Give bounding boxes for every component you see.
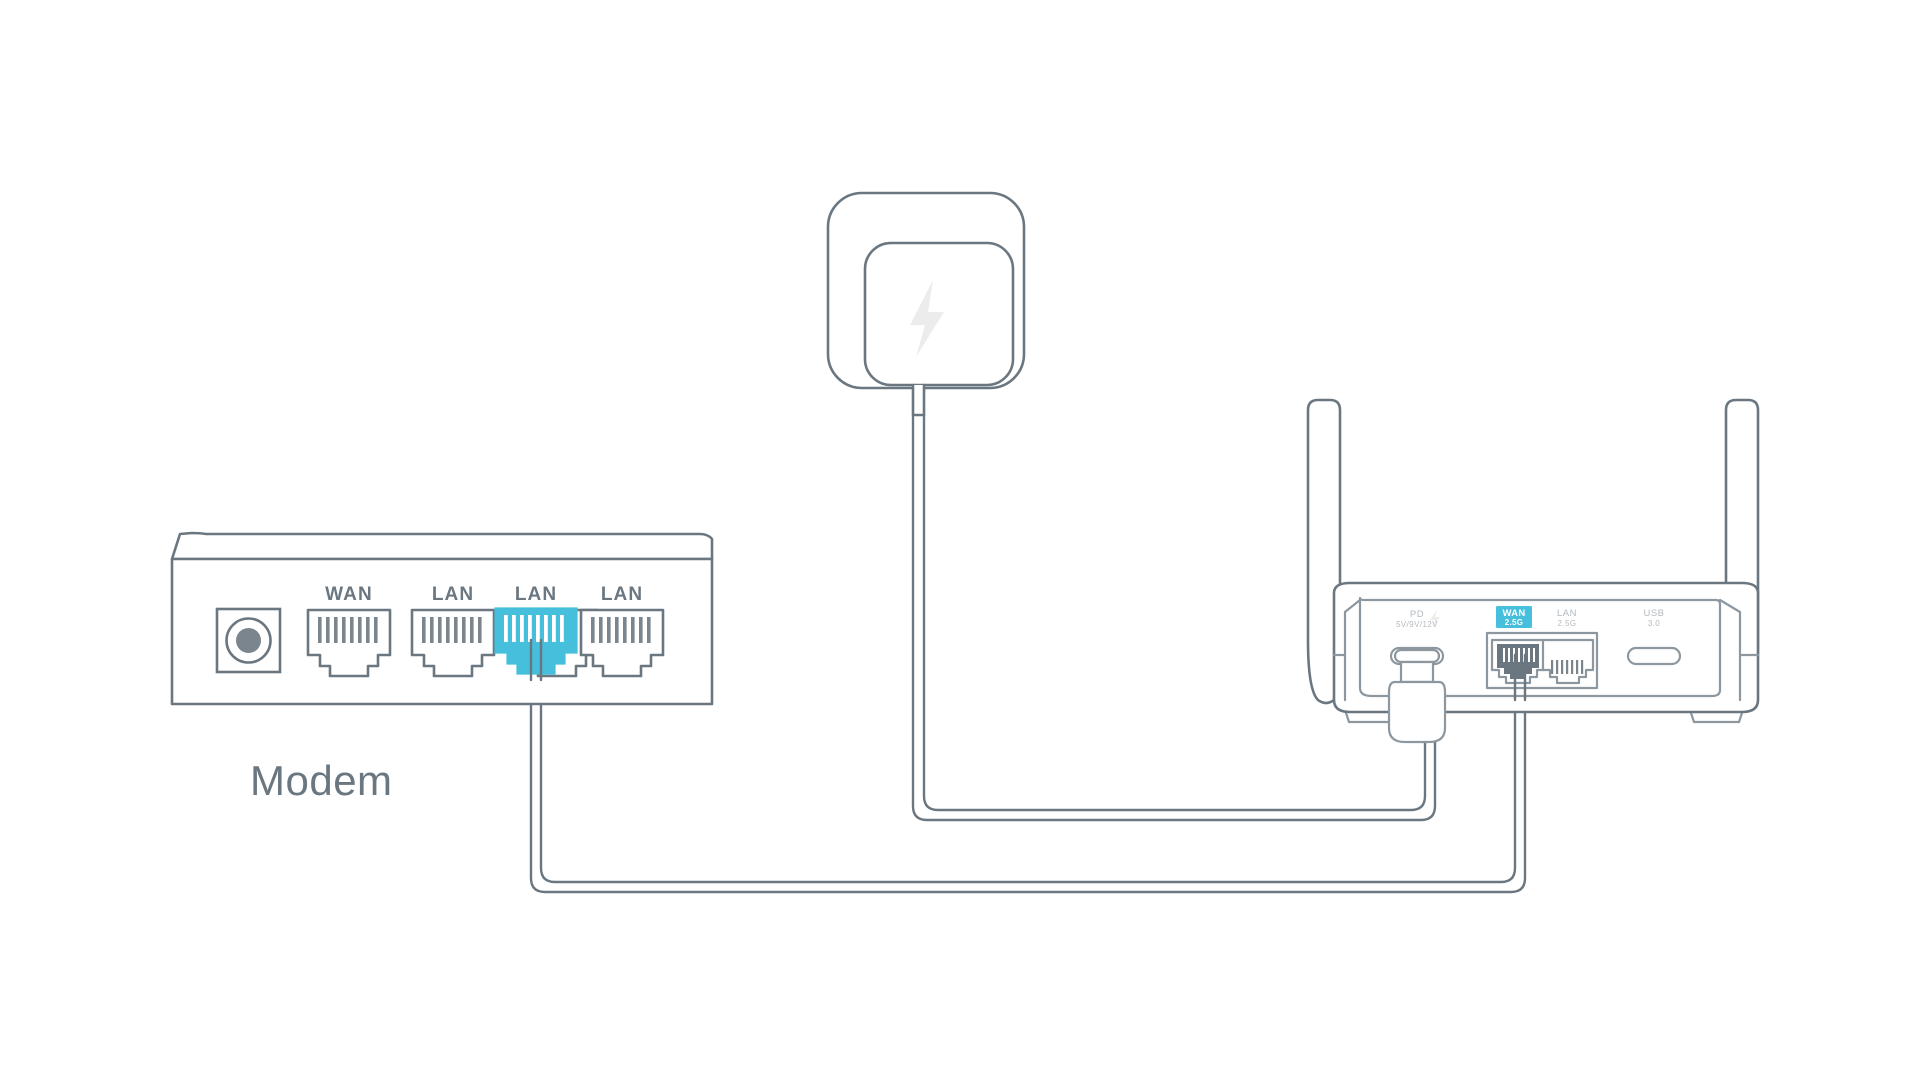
router-rj45-lan-socket[interactable] [1541, 638, 1595, 685]
adapter-cable-stem [911, 383, 926, 417]
modem-port-lan-1[interactable]: LAN [410, 584, 496, 678]
modem-port-wan[interactable]: WAN [306, 584, 392, 678]
router-port-label-pd: PD [1410, 609, 1424, 620]
router-port-sublabel-usb: 3.0 [1648, 619, 1660, 628]
usbc-strain-relief [1387, 680, 1447, 744]
modem-top-face [170, 531, 714, 561]
router-port-sublabel-pd: 5V/9V/12V [1396, 620, 1438, 629]
router-port-sublabel-lan: 2.5G [1558, 619, 1577, 628]
router-bevel-left [1343, 598, 1362, 702]
modem-port-label-lan-1: LAN [432, 584, 474, 605]
dc-power-jack[interactable] [215, 607, 282, 674]
ethernet-cable [529, 653, 1527, 894]
router-port-wan[interactable]: WAN 2.5G [1496, 606, 1532, 628]
router-port-label-wan: WAN [1502, 608, 1525, 619]
router-bevel-right [1718, 598, 1742, 702]
usbc-connector [1387, 648, 1447, 744]
lightning-bolt-icon [910, 280, 944, 357]
router-rj45-wan-socket[interactable] [1490, 638, 1546, 685]
router-port-lan[interactable]: LAN 2.5G [1557, 608, 1577, 628]
modem-device-label: Modem [250, 757, 393, 804]
modem-port-label-wan: WAN [325, 584, 373, 605]
modem-port-lan-2-active[interactable]: LAN [494, 584, 600, 678]
router-port-sublabel-wan: 2.5G [1505, 618, 1524, 627]
router-usbc-port-usb[interactable] [1626, 646, 1682, 666]
modem-port-label-lan-3: LAN [601, 584, 643, 605]
modem-port-lan-3[interactable]: LAN [579, 584, 665, 678]
router-port-label-usb: USB [1643, 608, 1664, 619]
power-adapter [826, 191, 1026, 417]
router-device: PD 5V/9V/12V WAN 2.5G LAN 2.5G [1306, 398, 1760, 744]
router-port-label-lan: LAN [1557, 608, 1577, 619]
power-cable [911, 413, 1437, 822]
lightning-bolt-icon [1430, 610, 1440, 628]
router-wan-highlight-badge [1496, 606, 1532, 628]
router-port-usb[interactable]: USB 3.0 [1626, 608, 1682, 666]
modem-device: WAN LAN LAN [170, 531, 714, 706]
modem-port-label-lan-2: LAN [515, 584, 557, 605]
